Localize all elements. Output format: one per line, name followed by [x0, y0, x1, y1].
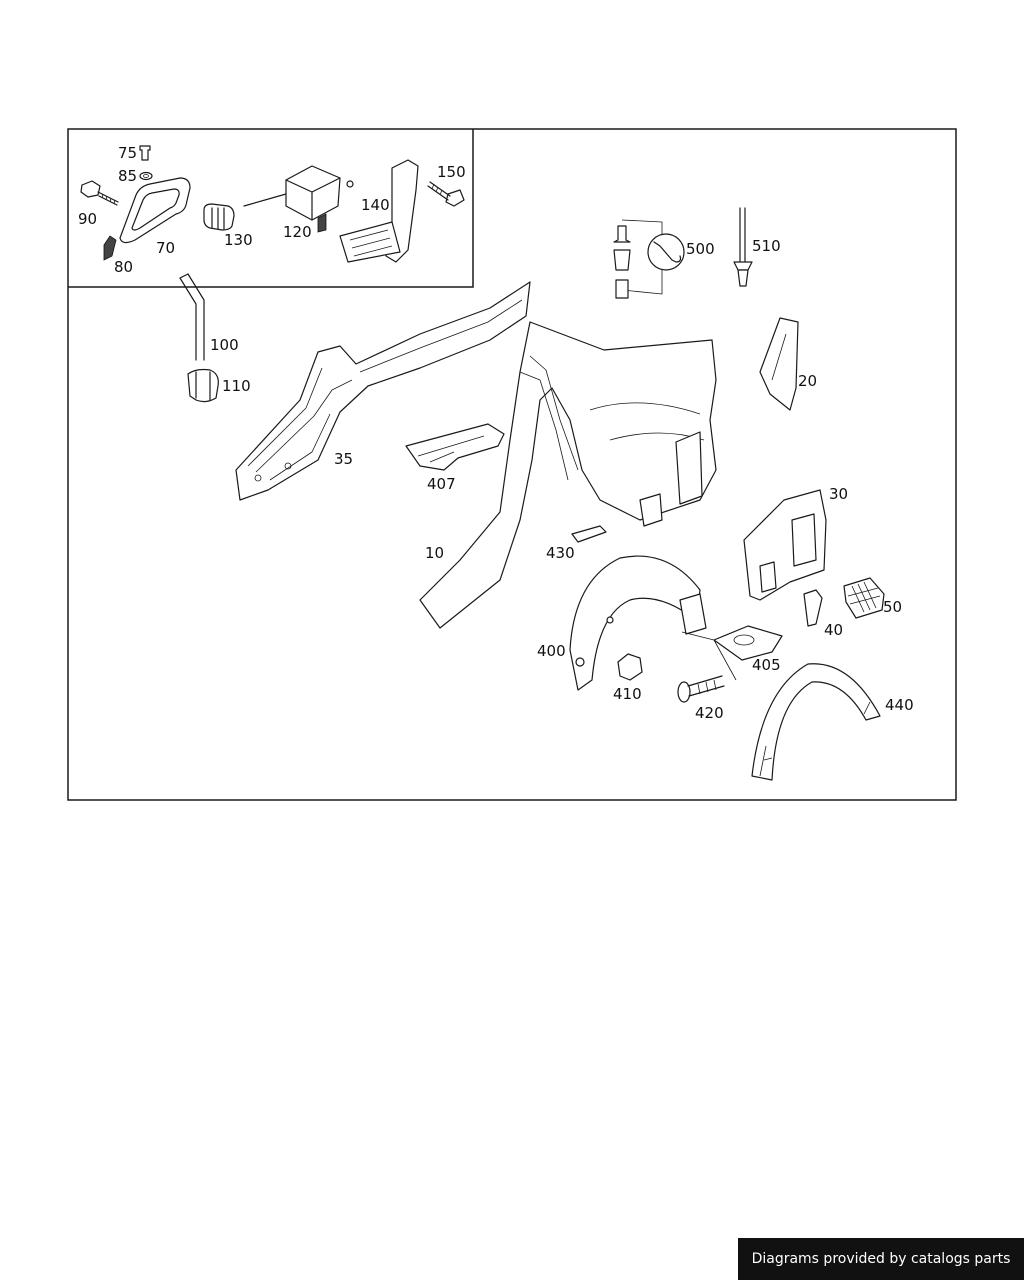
pad-430	[571, 525, 607, 543]
label-400: 400	[537, 642, 566, 660]
washer-85	[139, 171, 153, 181]
screw-150	[427, 181, 465, 207]
bracket-407	[405, 423, 505, 471]
label-407: 407	[427, 475, 456, 493]
clip-40	[803, 589, 823, 627]
label-90: 90	[78, 210, 97, 228]
wheel-liner-400	[569, 555, 707, 691]
bracket-20	[759, 317, 799, 411]
label-150: 150	[437, 163, 466, 181]
label-500: 500	[686, 240, 715, 258]
label-440: 440	[885, 696, 914, 714]
label-70: 70	[156, 239, 175, 257]
bracket-140	[339, 159, 419, 263]
label-75: 75	[118, 144, 137, 162]
label-430: 430	[546, 544, 575, 562]
attribution-text: Diagrams provided by catalogs parts	[751, 1251, 1011, 1267]
inner-panel-30	[743, 489, 827, 601]
cover-405	[681, 625, 783, 681]
attribution-badge: Diagrams provided by catalogs parts	[738, 1238, 1024, 1280]
label-35: 35	[334, 450, 353, 468]
label-20: 20	[798, 372, 817, 390]
actuator-120	[243, 165, 354, 233]
clip-80	[103, 235, 117, 261]
grille-50	[843, 577, 885, 619]
screw-420	[677, 675, 725, 703]
rivet-75	[139, 145, 151, 161]
label-85: 85	[118, 167, 137, 185]
label-410: 410	[613, 685, 642, 703]
label-405: 405	[752, 656, 781, 674]
label-110: 110	[222, 377, 251, 395]
label-50: 50	[883, 598, 902, 616]
label-140: 140	[361, 196, 390, 214]
inset-box	[68, 129, 474, 288]
label-130: 130	[224, 231, 253, 249]
long-bolt-510	[733, 207, 753, 287]
connector-130	[203, 203, 235, 231]
quarter-panel-10	[419, 321, 717, 629]
inner-panel-35	[235, 281, 531, 501]
label-80: 80	[114, 258, 133, 276]
nut-410	[617, 653, 643, 681]
label-30: 30	[829, 485, 848, 503]
fuel-door-frame-70	[119, 177, 191, 244]
label-120: 120	[283, 223, 312, 241]
hose-100	[179, 273, 205, 361]
label-40: 40	[824, 621, 843, 639]
label-100: 100	[210, 336, 239, 354]
label-510: 510	[752, 237, 781, 255]
arch-liner-440	[751, 663, 881, 781]
fastener-group-500	[613, 219, 685, 299]
label-420: 420	[695, 704, 724, 722]
clamp-110	[187, 368, 219, 403]
bolt-90	[80, 180, 119, 206]
label-10: 10	[425, 544, 444, 562]
diagram-frame	[67, 128, 957, 801]
wrench-icon	[653, 241, 682, 263]
